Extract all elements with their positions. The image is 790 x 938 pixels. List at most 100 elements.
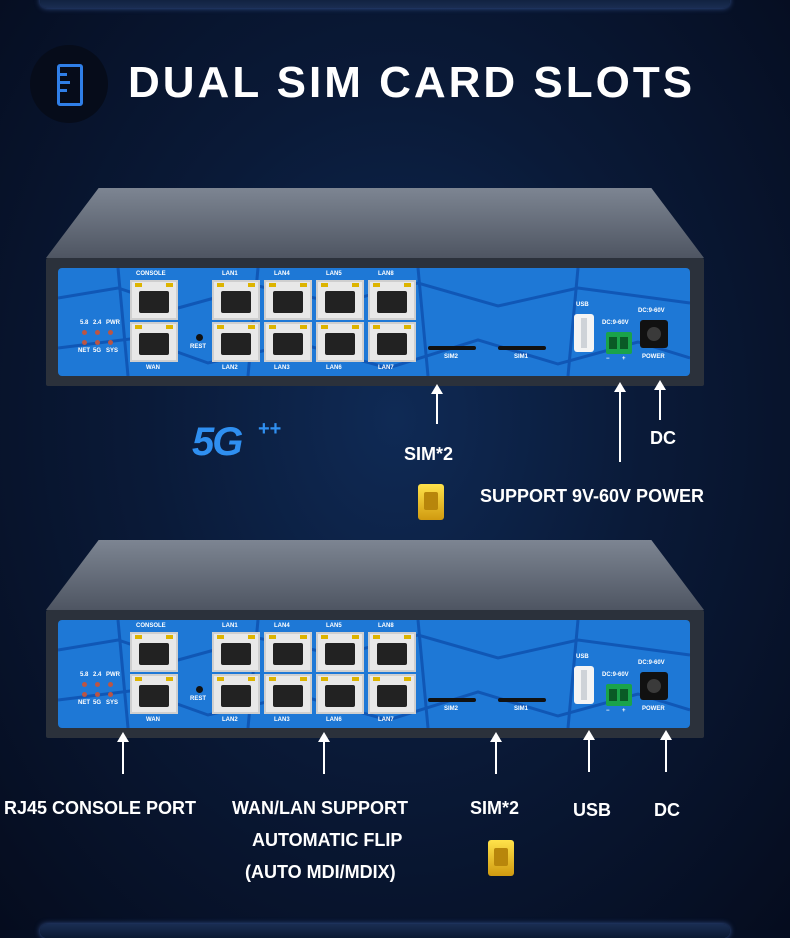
minus-label: − (606, 356, 610, 362)
led-label-5g: 5G (93, 348, 102, 354)
sim2-label: SIM2 (444, 706, 459, 712)
lan-port (316, 632, 364, 672)
arrow-console (117, 732, 129, 774)
console-port (130, 632, 178, 672)
wan-port (130, 674, 178, 714)
arrow-dc (660, 730, 672, 772)
lan-port (368, 280, 416, 320)
led-label-24: 2.4 (93, 320, 102, 326)
dc-range-label: DC:9-60V (638, 660, 665, 666)
arrow-usb (583, 730, 595, 772)
dc-jack (640, 672, 668, 700)
led-label-pwr: PWR (106, 672, 120, 678)
usb-label: USB (576, 654, 589, 660)
dc-range-label: DC:9-60V (602, 320, 629, 326)
arrow-wanlan (318, 732, 330, 774)
led-indicator (108, 682, 113, 687)
sim1-slot (498, 346, 546, 350)
lan-port (212, 674, 260, 714)
usb-port (574, 314, 594, 352)
arrow-sim (490, 732, 502, 774)
led-indicator (95, 692, 100, 697)
led-indicator (108, 340, 113, 345)
callout-wanlan-2: AUTOMATIC FLIP (252, 830, 403, 850)
wan-port (130, 322, 178, 362)
lan2-label: LAN2 (222, 717, 238, 723)
lan6-label: LAN6 (326, 365, 342, 371)
dc-jack (640, 320, 668, 348)
lan-port (368, 632, 416, 672)
lan3-label: LAN3 (274, 365, 290, 371)
power-terminal (606, 332, 632, 354)
front-panel: 5.8 2.4 PWR NET 5G SYS CONSOLE WAN REST … (58, 268, 690, 376)
led-indicator (95, 340, 100, 345)
lan2-label: LAN2 (222, 365, 238, 371)
reset-button (196, 334, 203, 341)
led-indicator (82, 330, 87, 335)
led-label-58: 5.8 (80, 672, 89, 678)
sim-card-icon (418, 484, 444, 520)
callout-console: RJ45 CONSOLE PORT (4, 798, 197, 818)
lan5-label: LAN5 (326, 623, 342, 629)
sim1-label: SIM1 (514, 354, 529, 360)
usb-label: USB (576, 302, 589, 308)
led-indicator (82, 682, 87, 687)
lan1-label: LAN1 (222, 623, 238, 629)
power-terminal (606, 684, 632, 706)
led-label-pwr: PWR (106, 320, 120, 326)
lan-port (316, 674, 364, 714)
router-device-bottom: 5.8 2.4 PWR NET 5G SYS CONSOLE WAN REST … (46, 540, 704, 740)
led-label-net: NET (78, 700, 90, 706)
sim2-slot (428, 698, 476, 702)
lan4-label: LAN4 (274, 271, 290, 277)
led-indicator (95, 330, 100, 335)
led-label-5g: 5G (93, 700, 102, 706)
console-label: CONSOLE (136, 623, 166, 629)
led-label-58: 5.8 (80, 320, 89, 326)
lan-port (264, 674, 312, 714)
lan-port (264, 322, 312, 362)
lan1-label: LAN1 (222, 271, 238, 277)
reset-label: REST (190, 696, 207, 702)
callout-dc: DC (650, 428, 676, 448)
wan-label: WAN (146, 365, 160, 371)
plus-label: + (622, 356, 626, 362)
reset-button (196, 686, 203, 693)
led-label-24: 2.4 (93, 672, 102, 678)
bottom-frame-bar (40, 924, 730, 938)
callout-usb: USB (573, 800, 612, 820)
arrow-sim (431, 384, 443, 424)
sim-card-icon (488, 840, 514, 876)
callout-sim: SIM*2 (470, 798, 520, 818)
page-title: DUAL SIM CARD SLOTS (128, 58, 696, 107)
lan8-label: LAN8 (378, 623, 394, 629)
lan-port (212, 280, 260, 320)
lan-port (368, 674, 416, 714)
lan5-label: LAN5 (326, 271, 342, 277)
router-device-top: 5.8 2.4 PWR NET 5G SYS CONSOLE WAN REST … (46, 188, 704, 388)
power-label: POWER (642, 706, 665, 712)
lan3-label: LAN3 (274, 717, 290, 723)
lan-port (316, 322, 364, 362)
lan-port (212, 632, 260, 672)
front-panel: 5.8 2.4 PWR NET 5G SYS CONSOLE WAN REST … (58, 620, 690, 728)
callout-sim: SIM*2 (404, 444, 454, 464)
minus-label: − (606, 708, 610, 714)
top-frame-bar (40, 0, 730, 8)
sim1-slot (498, 698, 546, 702)
callout-dc: DC (654, 800, 680, 820)
lan8-label: LAN8 (378, 271, 394, 277)
lan6-label: LAN6 (326, 717, 342, 723)
lan-port (264, 280, 312, 320)
5g-logo: 5G (192, 420, 243, 464)
lan-port (212, 322, 260, 362)
led-indicator (108, 330, 113, 335)
led-label-sys: SYS (106, 700, 119, 706)
sim2-slot (428, 346, 476, 350)
ruler-icon (30, 45, 108, 123)
console-port (130, 280, 178, 320)
lan4-label: LAN4 (274, 623, 290, 629)
lan7-label: LAN7 (378, 717, 394, 723)
sim1-label: SIM1 (514, 706, 529, 712)
callout-power: SUPPORT 9V-60V POWER (480, 486, 705, 506)
